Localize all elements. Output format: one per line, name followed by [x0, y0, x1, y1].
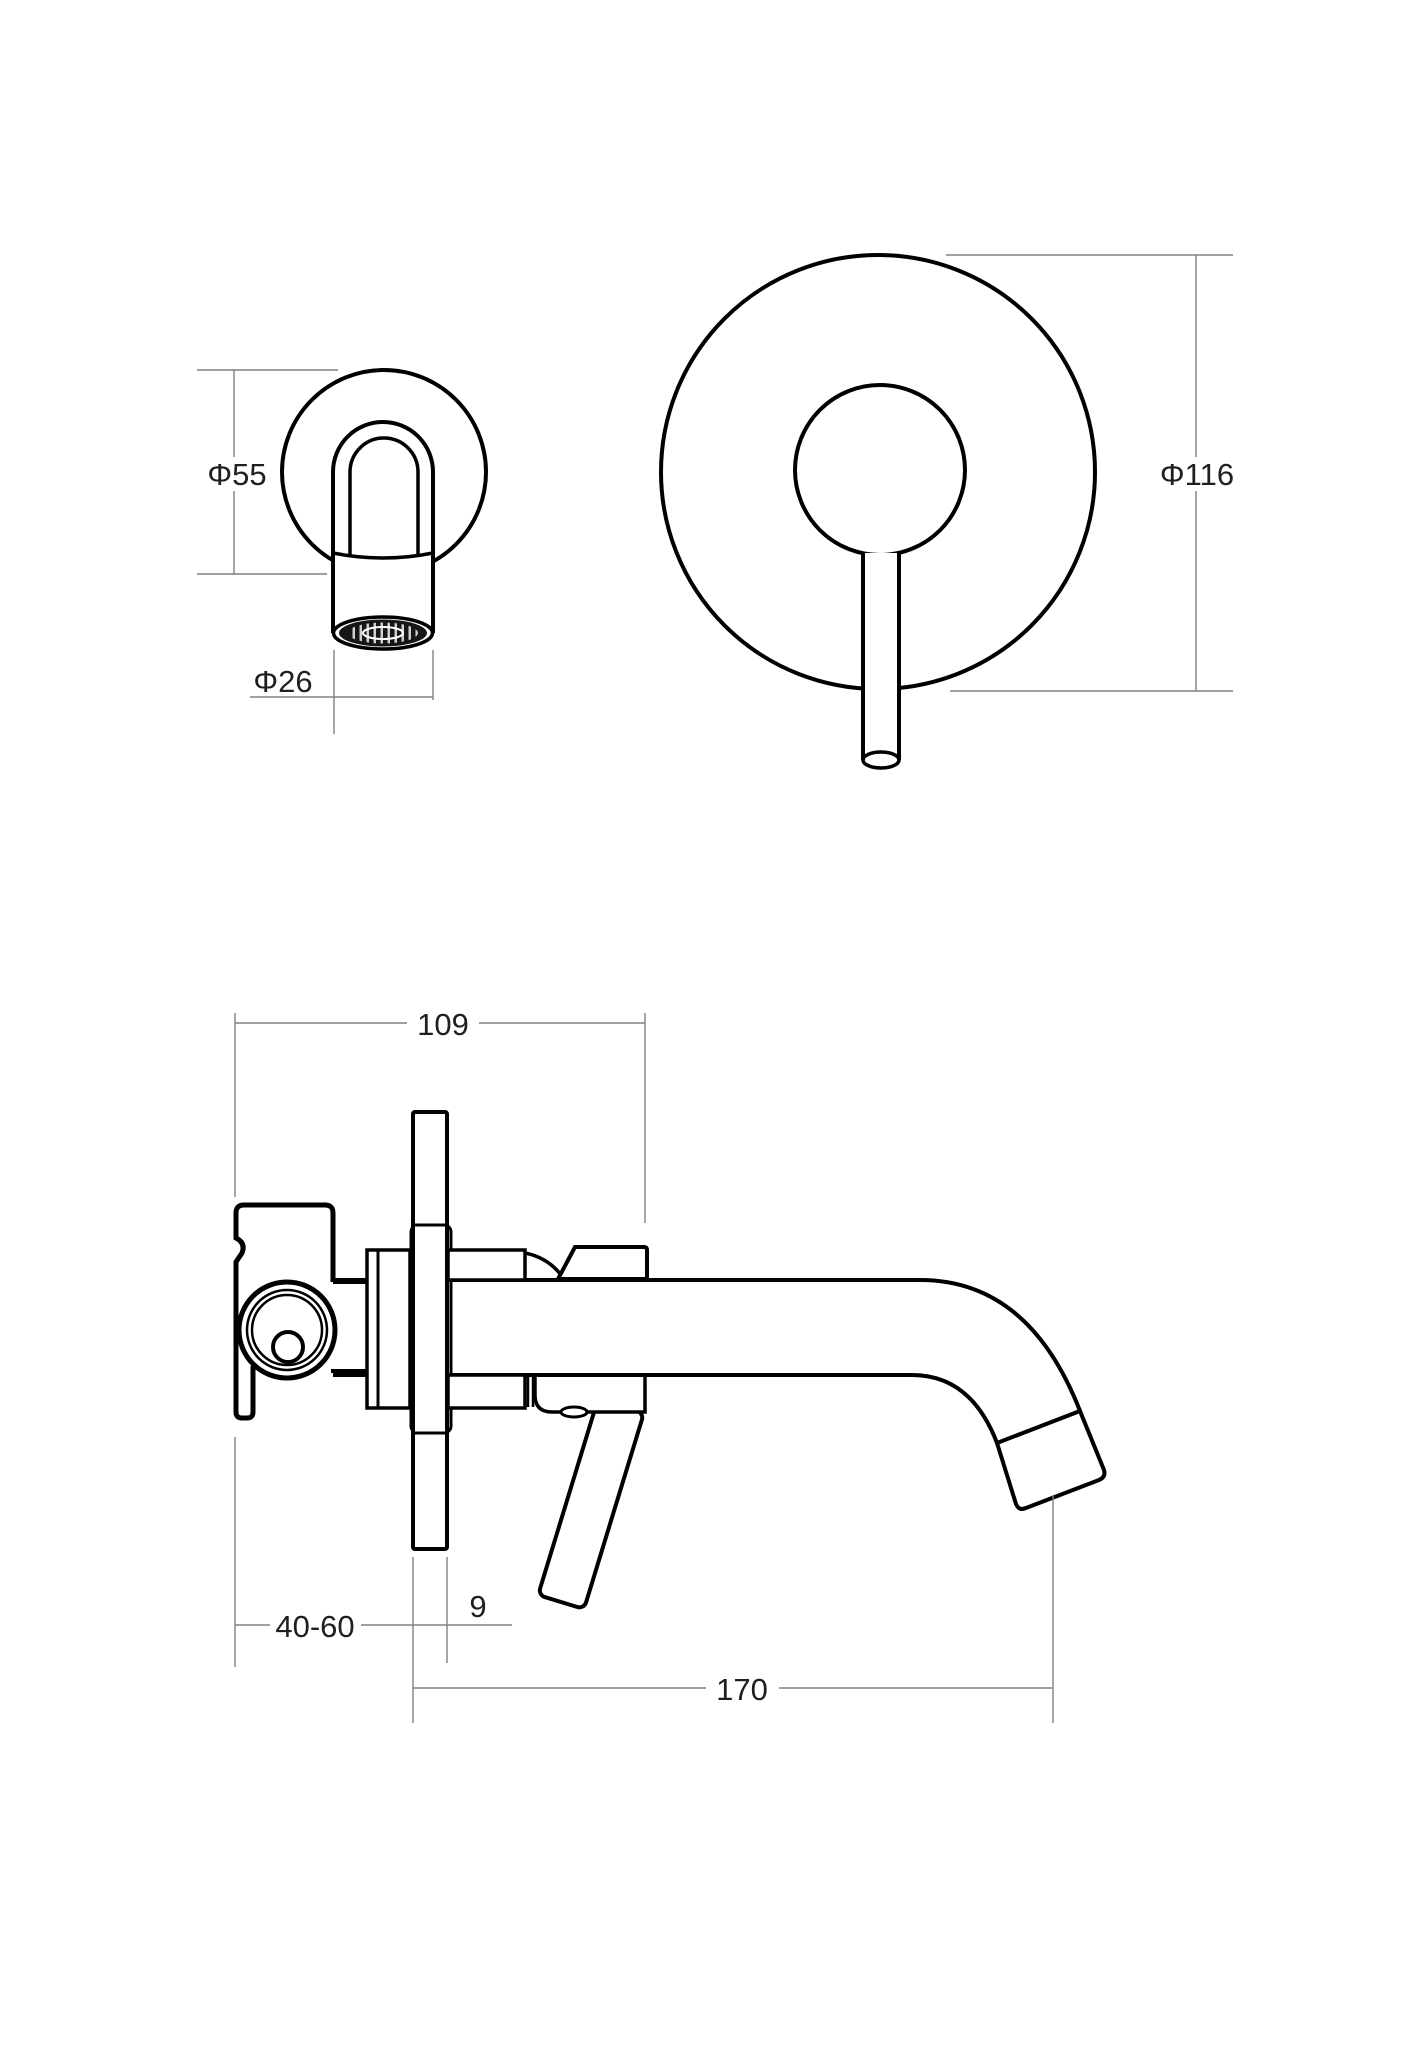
dim-label-spout-reach: 170: [716, 1672, 768, 1707]
side-profile-view: [233, 1110, 1107, 1610]
backing-wall-depth: [270, 1609, 361, 1643]
pivot-set-screw: [559, 1405, 589, 1419]
handle-base-trapezoid: [554, 1245, 649, 1281]
dim-label-tip-diameter: Φ26: [253, 664, 312, 699]
valve-ring-inner: [250, 1293, 324, 1367]
wall-bracket-outline: [233, 1202, 336, 1421]
spout-tip-cap: [994, 1408, 1107, 1511]
dim-label-wall-depth: 40-60: [275, 1609, 354, 1644]
aerator-inner-ring: [362, 626, 404, 640]
spout-bend-inner-curve: [911, 1373, 999, 1444]
locking-sleeve-top: [446, 1248, 527, 1282]
valve-port-circle: [271, 1330, 305, 1364]
trim-plate-side: [411, 1110, 449, 1551]
mixer-plate-front-view: [659, 253, 1097, 770]
dim-label-plate-thickness: 9: [469, 1589, 486, 1624]
backing-flange-diameter: [206, 457, 268, 491]
backing-body-width: [407, 1007, 479, 1041]
label-backings: [206, 457, 1241, 1706]
dim-label-plate-diameter: Φ116: [1160, 457, 1234, 492]
handle-pivot-block: [533, 1377, 647, 1414]
locking-sleeve-bottom: [446, 1373, 527, 1410]
spout-tip-joint-line: [332, 551, 434, 560]
dim-label-body-width: 109: [417, 1007, 469, 1042]
valve-ring-outer: [245, 1288, 329, 1372]
handle-base-circle: [793, 383, 967, 557]
handle-stem-mask: [864, 553, 898, 755]
spout-tube-inner-edge: [348, 436, 420, 557]
handle-stem-end-cap: [861, 750, 901, 770]
spout-bend-outer-curve: [919, 1278, 1082, 1412]
backing-spout-reach: [706, 1672, 779, 1706]
mounting-flange: [365, 1248, 412, 1410]
spout-front-view: [280, 368, 488, 651]
spout-tube-outline: [331, 420, 435, 633]
aerator-mesh: [348, 622, 418, 644]
backing-plate-diameter: [1154, 457, 1241, 491]
dim-label-flange-diameter: Φ55: [207, 457, 266, 492]
dimension-labels: Φ55 Φ26 Φ116 109 40-60 9 170: [207, 457, 1234, 1707]
